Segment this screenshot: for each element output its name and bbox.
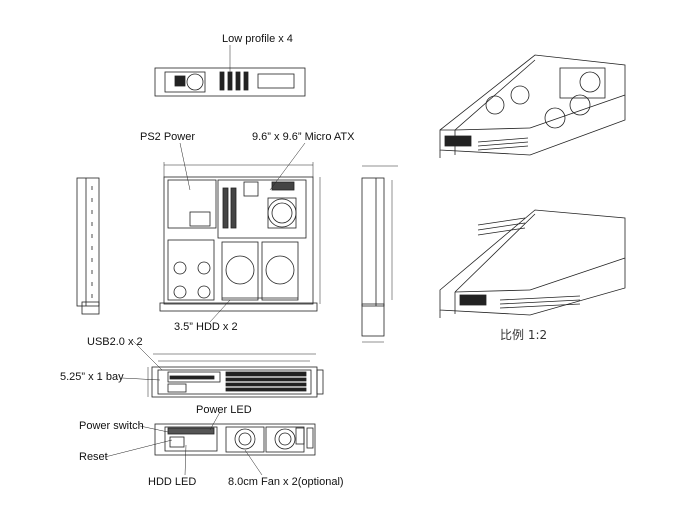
usb-label: USB2.0 x 2 — [87, 336, 143, 348]
left-side-view — [76, 177, 100, 315]
fan-label: 8.0cm Fan x 2(optional) — [228, 476, 344, 488]
leader-lines — [104, 142, 306, 476]
ps2-power-label: PS2 Power — [140, 131, 196, 143]
isometric-closed-view — [439, 209, 626, 318]
micro-atx-label: 9.6” x 9.6” Micro ATX — [252, 131, 355, 143]
hdd-label: 3.5” HDD x 2 — [174, 321, 238, 333]
reset-label: Reset — [79, 451, 108, 463]
hdd-led-label: HDD LED — [148, 476, 197, 488]
bay-label: 5.25” x 1 bay — [60, 371, 124, 383]
rear-view — [154, 423, 316, 456]
low-profile-label: Low profile x 4 — [222, 33, 293, 45]
power-switch-label: Power switch — [79, 420, 144, 432]
right-side-view — [361, 165, 398, 343]
power-led-label: Power LED — [196, 404, 252, 416]
rear-panel-view — [154, 45, 306, 97]
front-view — [147, 353, 324, 398]
top-view — [159, 162, 321, 312]
isometric-open-view — [439, 54, 626, 158]
scale-label: 比例 1:2 — [500, 328, 548, 342]
